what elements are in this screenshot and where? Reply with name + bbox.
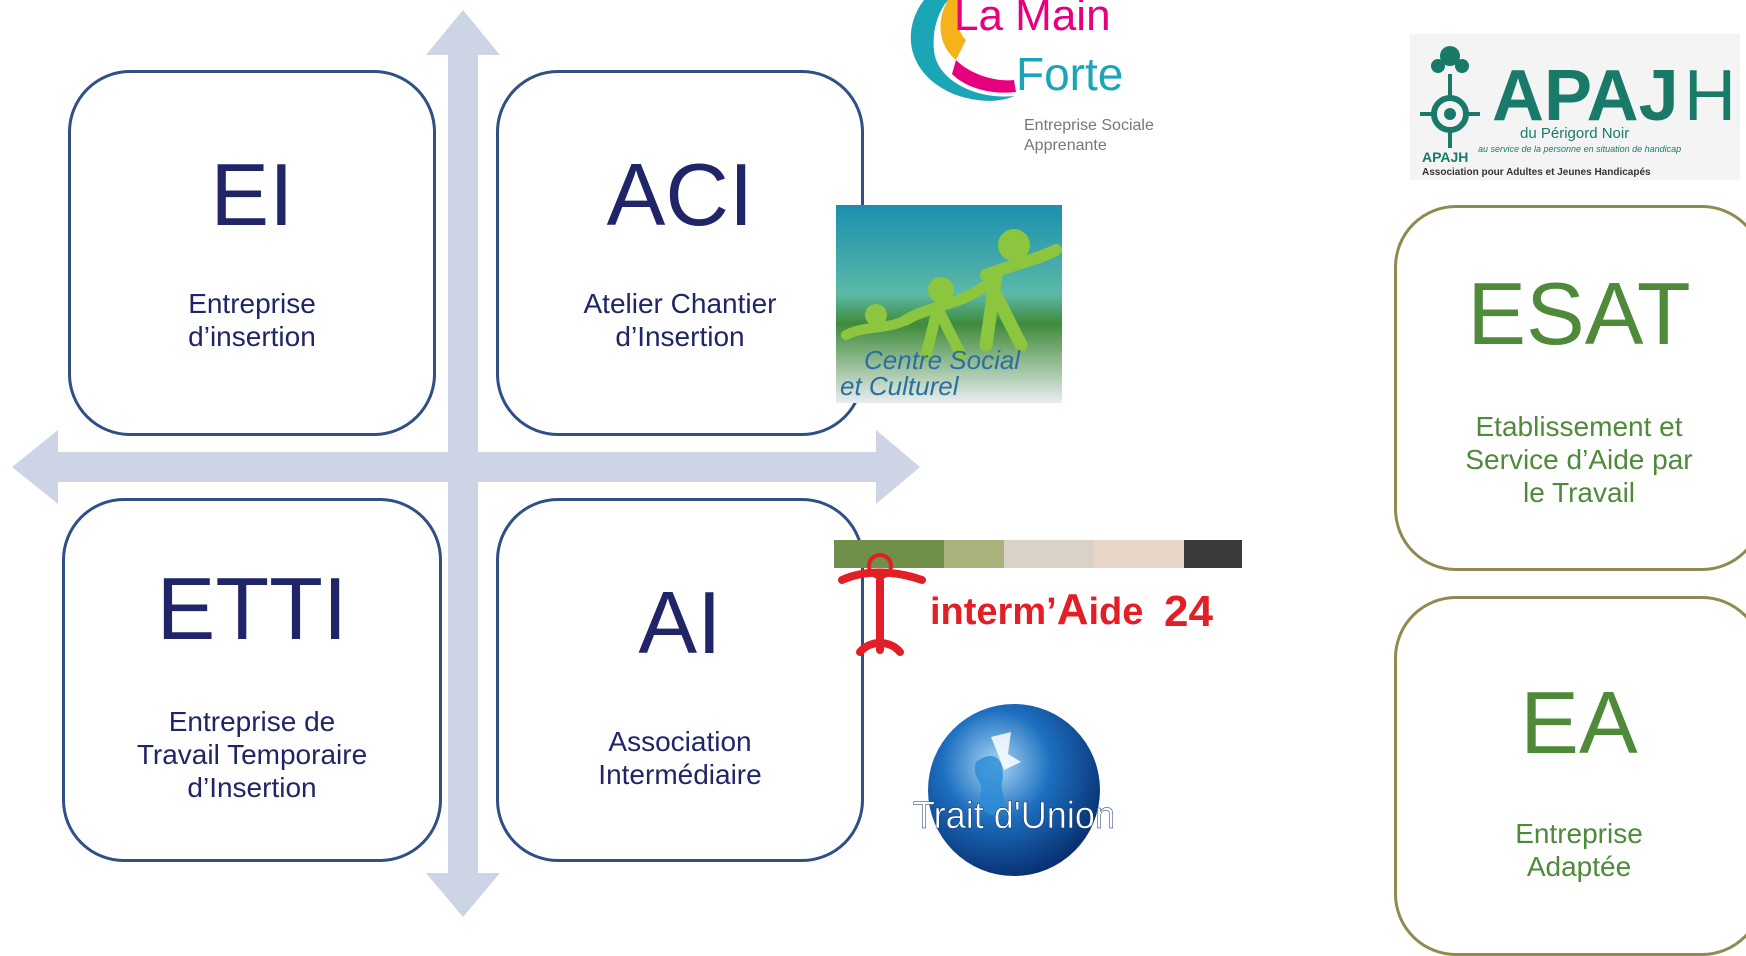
acronym: EI [210,145,294,244]
arrow-head-right [876,430,920,504]
description: Entreprise Adaptée [1515,818,1643,882]
logo-text: interm’Aide [930,585,1143,634]
acronym: AI [638,573,722,672]
description: Entreprise de Travail Temporaire d’Inser… [136,706,368,803]
description: Atelier Chantier d’Insertion [583,288,777,352]
arrow-head-down [426,873,500,917]
logo-full: Association pour Adultes et Jeunes Handi… [1422,167,1651,178]
logo-text: Trait d'Union [913,793,1115,836]
apajh-logo: APAJ H du Périgord Noir APAJH au service… [1410,34,1740,180]
centre-social-logo: Centre Social et Culturel [836,205,1062,403]
intermaide-logo: interm’Aide 24 [834,540,1242,656]
description: Etablissement et Service d’Aide par le T… [1465,411,1693,508]
cross-arrows [12,10,920,917]
logo-tagline2: Apprenante [1024,137,1107,154]
logo-line1: Centre Social [864,345,1021,375]
logo-text-a: interm’ [930,591,1057,633]
logo-main: APAJ [1492,56,1679,136]
side-box-esat: ESAT Etablissement et Service d’Aide par… [1394,205,1746,571]
acronym: ACI [606,145,754,244]
quadrant-aci: ACI Atelier Chantier d’Insertion [496,70,864,436]
acronym: EA [1520,673,1638,772]
acronym: ETTI [156,559,348,658]
logo-line1: La Main [954,0,1111,40]
quadrant-ai: AI Association Intermédiaire [496,498,864,862]
trait-union-logo: Trait d'Union [913,704,1115,876]
logo-sub: du Périgord Noir [1520,125,1629,142]
flower-icon [1420,46,1480,148]
description: Association Intermédiaire [598,726,762,790]
acronym: ESAT [1467,264,1691,363]
logo-h: H [1684,56,1736,136]
logo-tagline1: Entreprise Sociale [1024,117,1154,134]
quadrant-etti: ETTI Entreprise de Travail Temporaire d’… [62,498,442,862]
arrow-head-up [426,10,500,55]
quadrant-ei: EI Entreprise d’insertion [68,70,436,436]
logo-text-c: ide [1088,591,1143,633]
logo-line2: Forte [1016,48,1123,100]
horizontal-arrow-shaft [58,452,876,482]
arrow-head-left [12,430,58,504]
side-box-ea: EA Entreprise Adaptée [1394,596,1746,956]
description: Entreprise d’insertion [188,288,316,352]
logo-text-b: A [1057,585,1089,634]
logo-small: APAJH [1422,149,1468,165]
la-main-forte-logo: La Main Forte Entreprise Sociale Apprena… [910,0,1154,154]
logo-tagline: au service de la personne en situation d… [1478,144,1681,154]
logo-text-d: 24 [1164,587,1213,636]
logo-line2: et Culturel [840,371,960,401]
